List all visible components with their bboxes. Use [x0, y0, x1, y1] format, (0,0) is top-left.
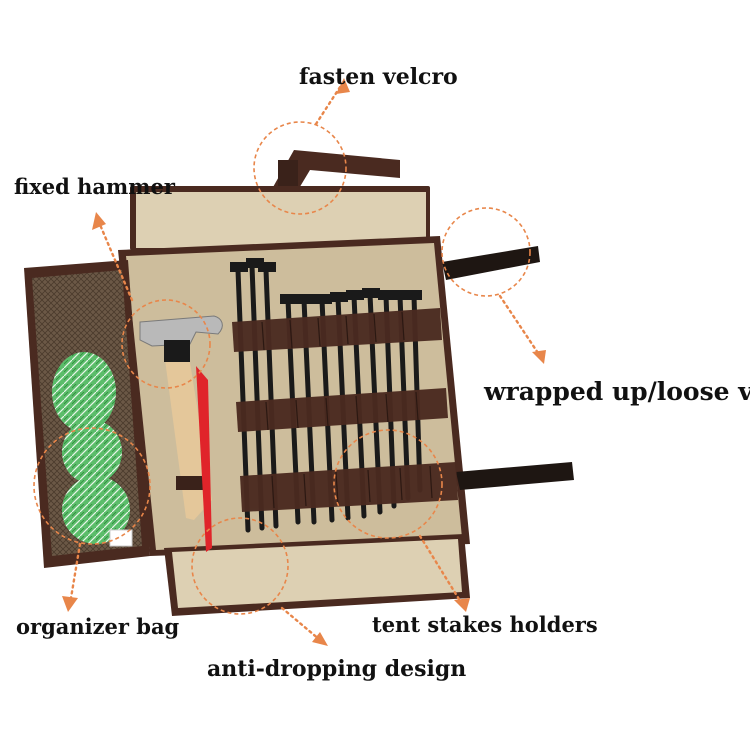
hammer: [139, 315, 223, 552]
stake-holders-circle: [333, 429, 443, 539]
band-stitching: [261, 311, 433, 509]
organizer-bag-circle: [33, 427, 151, 545]
stake-holders-arrow: [418, 534, 464, 606]
callout-arrowheads: [62, 78, 546, 646]
fasten-velcro-circle: [253, 121, 347, 215]
side-velcro-straps: [442, 246, 574, 490]
callout-arrows: [68, 82, 542, 642]
anti-dropping-arrow: [280, 606, 322, 642]
fixed-hammer-arrow: [96, 218, 134, 302]
callout-circles: [33, 121, 531, 615]
anti-dropping-circle: [191, 517, 289, 615]
fasten-velcro-label: fasten velcro: [299, 64, 458, 90]
fixed-hammer-circle: [121, 299, 211, 389]
fixed-hammer-label: fixed hammer: [14, 174, 175, 199]
tent-stakes-holders-label: tent stakes holders: [372, 612, 598, 637]
organizer-bag-label: organizer bag: [16, 614, 180, 639]
top-flap: [130, 186, 430, 250]
anti-dropping-label: anti-dropping design: [207, 656, 467, 682]
fasten-velcro-arrow: [314, 82, 344, 126]
bottom-flap: [164, 534, 470, 616]
wrapped-velcro-arrow: [498, 294, 542, 358]
rope-bundles: [52, 352, 133, 547]
stake-holder-bands: [232, 308, 458, 512]
wrapped-velcro-label: wrapped up/loose velcro: [484, 377, 750, 406]
wrapped-velcro-circle: [441, 207, 531, 297]
stake-heads: [230, 258, 422, 304]
organizer-bag-arrow: [68, 542, 82, 606]
